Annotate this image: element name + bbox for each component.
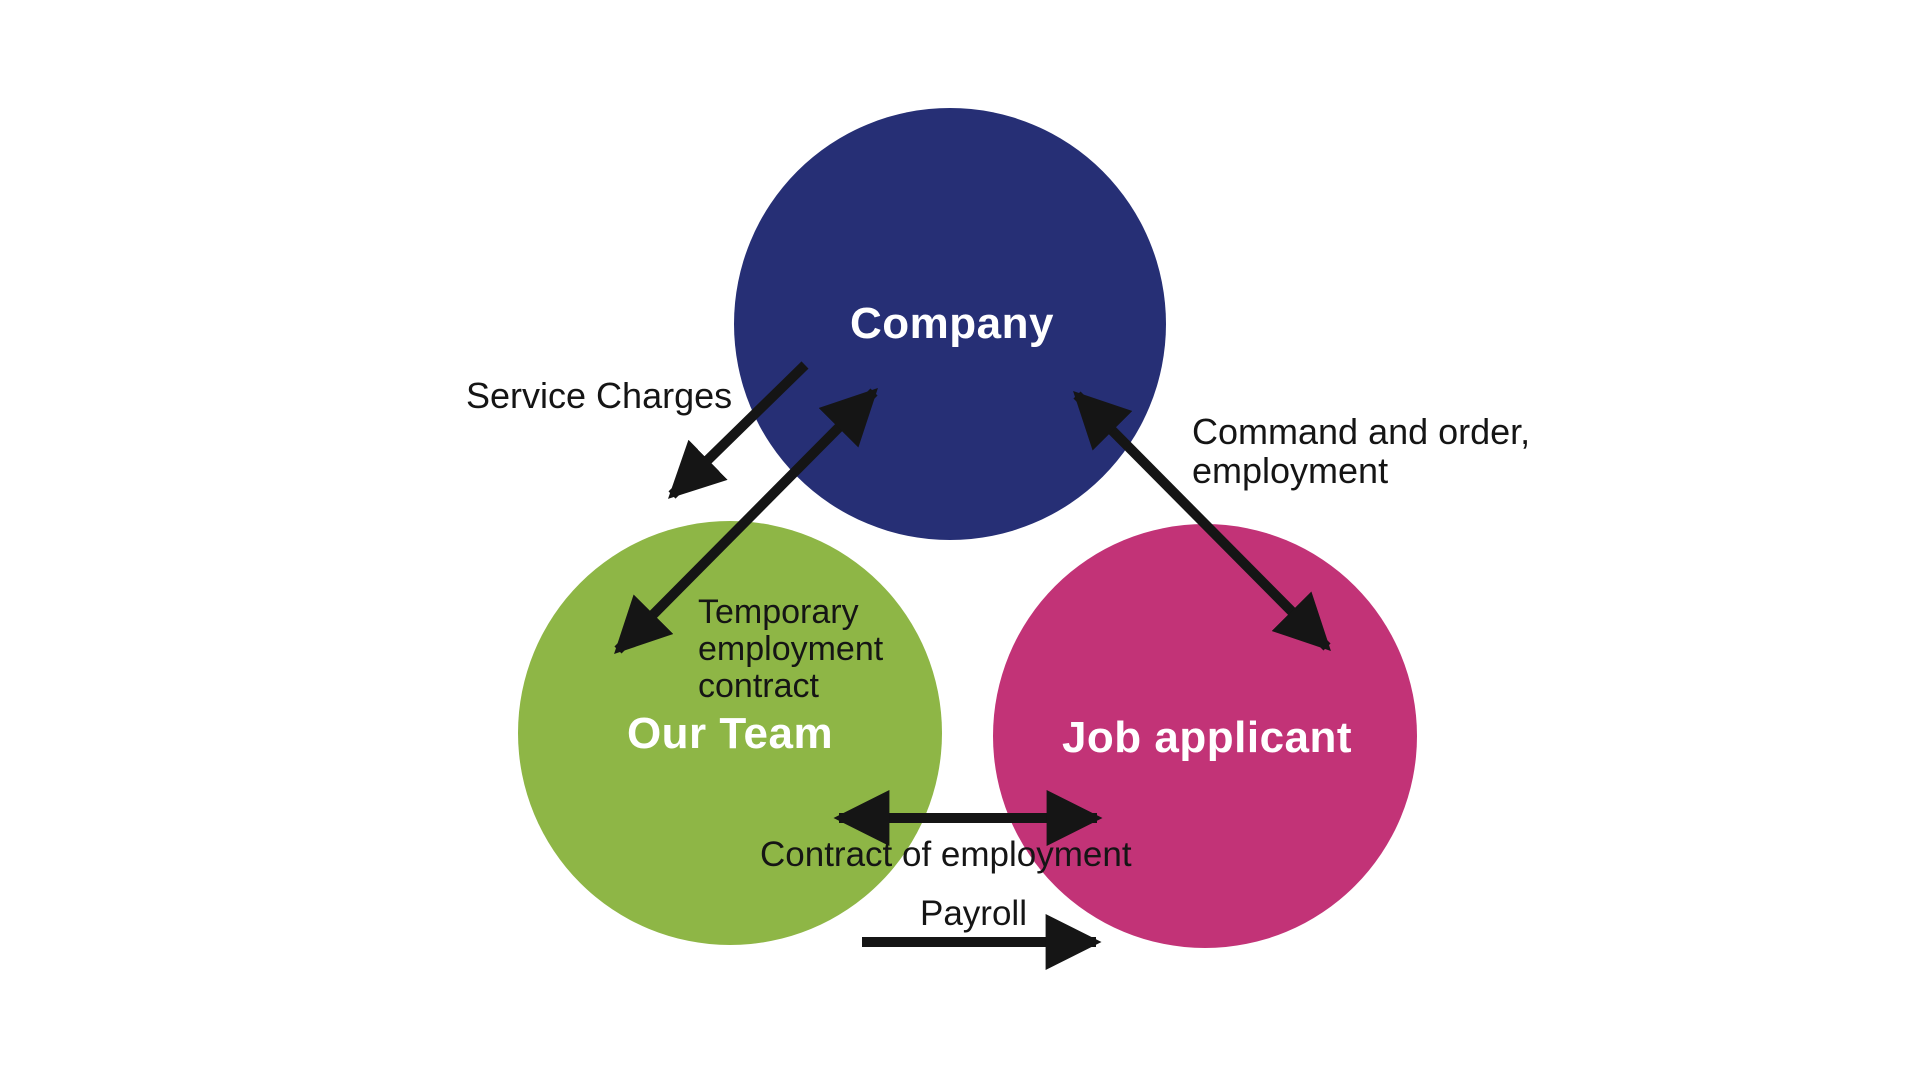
temporary-employment-contract-arrow [614,388,878,654]
command-and-order-arrow [1073,391,1331,651]
our-team-label: Our Team [626,709,834,758]
job-applicant-label: Job applicant [1061,713,1353,762]
company-label: Company [850,299,1054,348]
payroll-label: Payroll [920,894,1027,933]
service-charges-label: Service Charges [466,375,733,416]
command-and-order-label: Command and order, employment [1192,411,1531,491]
contract-of-employment-label: Contract of employment [760,835,1132,874]
temporary-employment-contract-label: Temporary employment contract [698,593,884,705]
